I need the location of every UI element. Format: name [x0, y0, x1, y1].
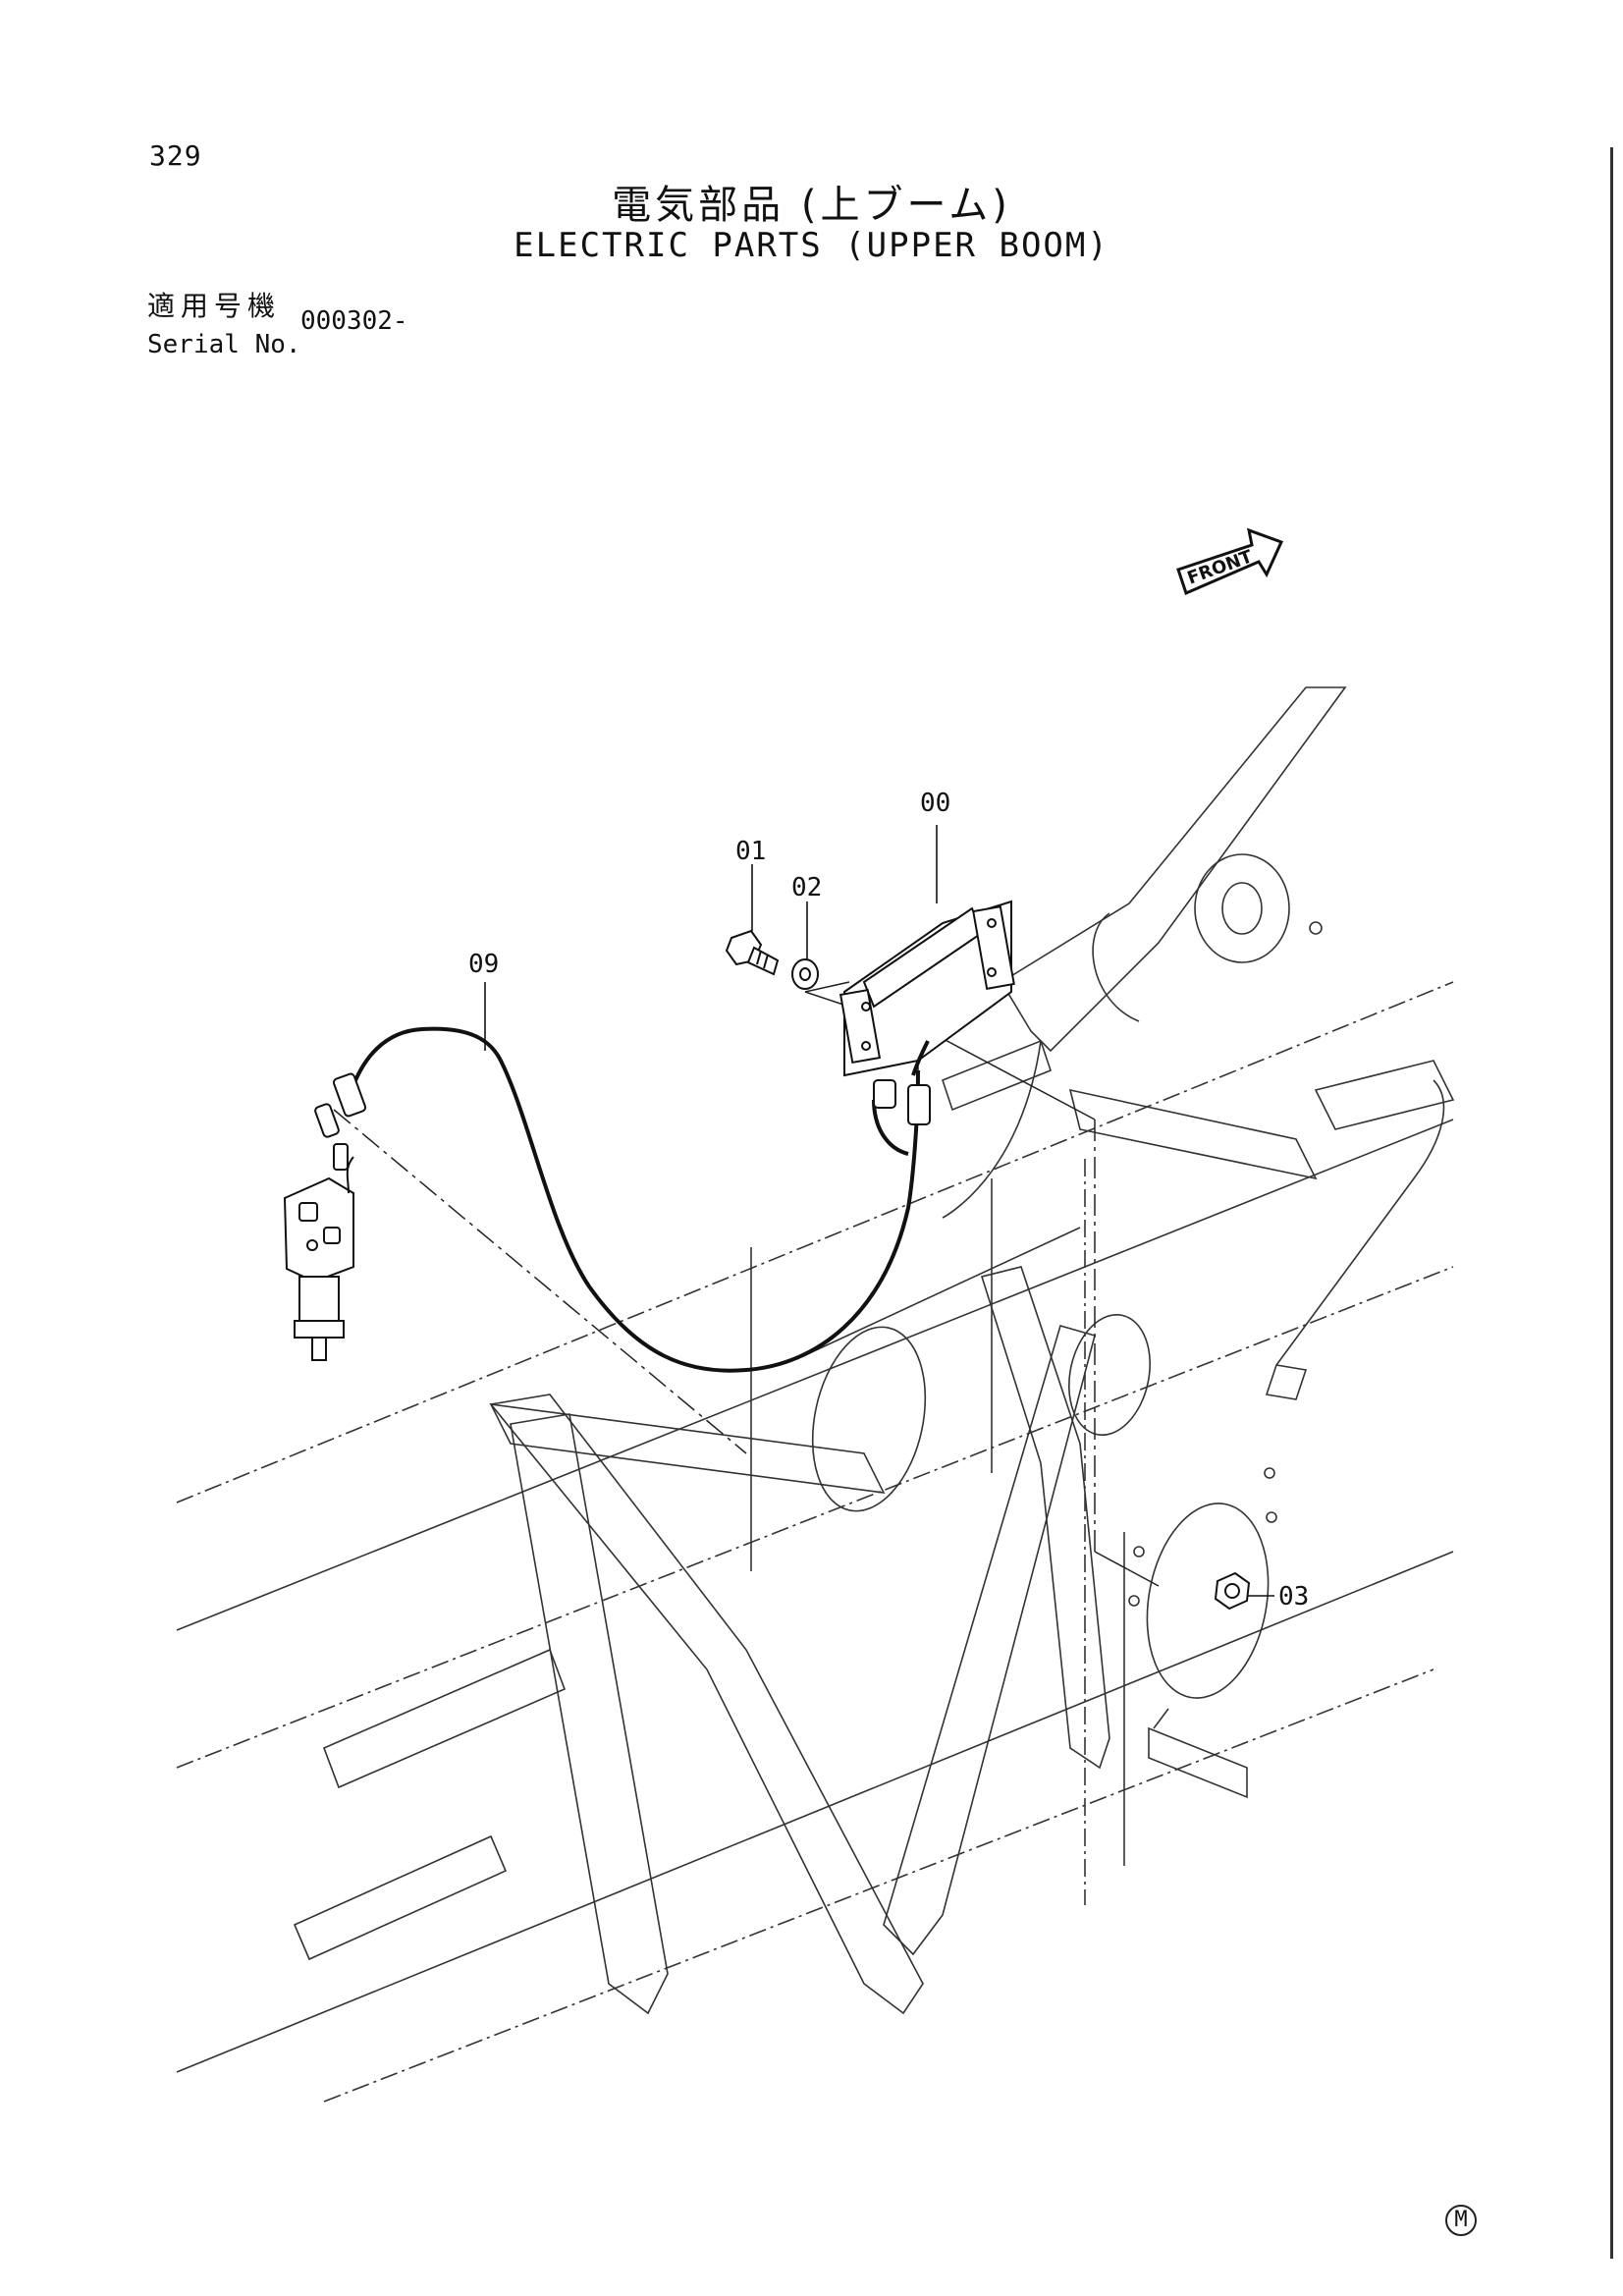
front-arrow-icon: FRONT [1176, 527, 1284, 596]
callout-01: 01 [735, 837, 766, 866]
m-marker-badge: M [1445, 2205, 1477, 2236]
part-00-sensor-unit [839, 900, 1015, 1077]
page-title-jp: 電気部品 (上ブーム) [612, 183, 1011, 228]
callout-03: 03 [1278, 1582, 1309, 1612]
page-edge-rule [1610, 147, 1613, 2259]
part-09-harness [352, 1026, 930, 1373]
part-02-washer [791, 958, 819, 990]
limit-switch-icon [283, 1156, 354, 1361]
callout-02: 02 [791, 873, 822, 902]
callout-00: 00 [920, 789, 950, 818]
front-label: FRONT [1185, 546, 1257, 589]
part-09-connectors [314, 1072, 931, 1171]
callout-leaders [484, 825, 1274, 1597]
serial-label-jp: 適用号機 [147, 290, 282, 322]
serial-number-value: 000302- [300, 306, 408, 336]
serial-label-en: Serial No. [147, 330, 301, 359]
callout-09: 09 [468, 950, 499, 979]
page-number: 329 [149, 139, 202, 172]
page-title-en: ELECTRIC PARTS (UPPER BOOM) [514, 226, 1109, 265]
part-03-nut [1214, 1571, 1251, 1611]
part-01-bolt [725, 929, 780, 976]
upper-boom-frame [176, 686, 1455, 2103]
